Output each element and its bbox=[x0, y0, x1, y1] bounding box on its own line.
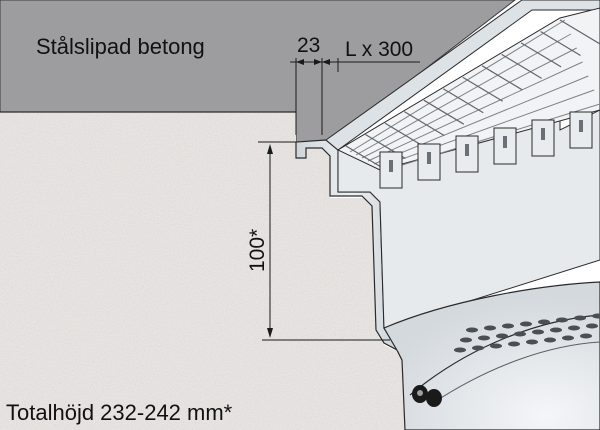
grate-bar bbox=[349, 19, 566, 153]
strainer-slot bbox=[592, 313, 600, 319]
strainer-slot bbox=[484, 325, 496, 331]
sealing-gasket bbox=[412, 385, 442, 407]
strainer-slot bbox=[460, 337, 472, 343]
length-dimension: L x 300 bbox=[345, 38, 413, 61]
strainer-slot bbox=[556, 317, 568, 323]
strainer-slot bbox=[574, 315, 586, 321]
dimension-arrows bbox=[267, 59, 330, 338]
outlet-ring-inner bbox=[429, 341, 600, 406]
grate-crossbar bbox=[520, 42, 562, 68]
grate-crossbar bbox=[442, 88, 484, 114]
outlet-strainer bbox=[454, 313, 600, 353]
grate-bar bbox=[379, 89, 595, 168]
strainer-slot bbox=[502, 323, 514, 329]
strainer-slot bbox=[550, 327, 562, 333]
grate-crossbar bbox=[423, 99, 465, 125]
grate-frame bbox=[336, 7, 600, 171]
strainer-slot bbox=[478, 335, 490, 341]
strainer-slot bbox=[586, 323, 598, 329]
concrete-section bbox=[0, 112, 405, 430]
strainer-slot bbox=[526, 339, 538, 345]
grate-crossbar bbox=[404, 111, 445, 137]
strainer-slot bbox=[568, 325, 580, 331]
dimension-lines bbox=[258, 58, 420, 341]
grate-crossbar bbox=[501, 53, 542, 79]
grate bbox=[336, 7, 600, 189]
grate-tab-slot bbox=[541, 128, 545, 140]
strainer-slot bbox=[454, 347, 466, 353]
grate-tab-slot bbox=[427, 152, 431, 164]
strainer-slot bbox=[580, 333, 592, 339]
grate-bar bbox=[373, 75, 589, 165]
strainer-slot bbox=[466, 327, 478, 333]
grate-crossbar bbox=[559, 19, 600, 45]
depth-dimension: 100* bbox=[246, 229, 269, 272]
strainer-slot bbox=[472, 345, 484, 351]
grate-crossbar bbox=[345, 145, 387, 171]
total-height-label: Totalhöjd 232-242 mm* bbox=[6, 400, 233, 425]
grate-bar bbox=[361, 47, 577, 159]
grate-crossbar bbox=[384, 122, 426, 148]
strainer-slot bbox=[514, 331, 526, 337]
strainer-slot bbox=[520, 321, 532, 327]
grate-bar bbox=[367, 61, 583, 162]
grate-crossbar bbox=[462, 76, 504, 102]
grate-crossbar bbox=[481, 65, 523, 91]
strainer-slot bbox=[490, 343, 502, 349]
grate-tab-slot bbox=[389, 160, 393, 172]
strainer-slot bbox=[532, 329, 544, 335]
grate-tab-slot bbox=[503, 136, 507, 148]
grate-tab-slot bbox=[579, 120, 583, 132]
strainer-slot bbox=[496, 333, 508, 339]
grate-tab-slot bbox=[465, 144, 469, 156]
flange-dimension: 23 bbox=[297, 34, 320, 57]
surface-label: Stålslipad betong bbox=[36, 34, 205, 59]
grate-bar bbox=[355, 33, 572, 156]
strainer-slot bbox=[538, 319, 550, 325]
strainer-slot bbox=[544, 337, 556, 343]
strainer-slot bbox=[508, 341, 520, 347]
grate-crossbar bbox=[540, 30, 581, 56]
strainer-slot bbox=[562, 335, 574, 341]
